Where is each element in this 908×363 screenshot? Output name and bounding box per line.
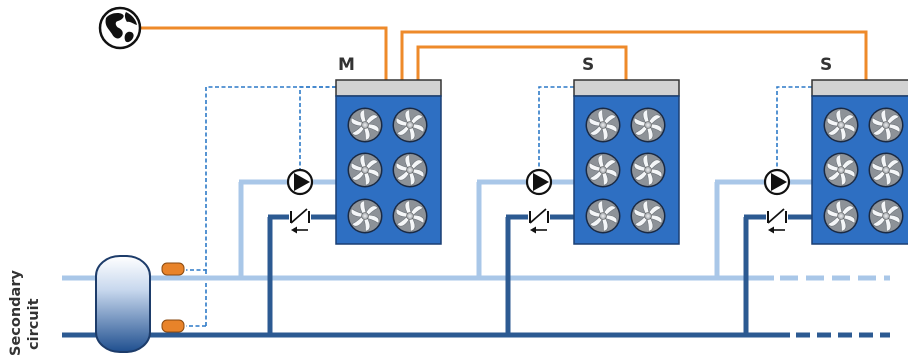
fan-icon (585, 107, 621, 143)
control-lines (140, 26, 868, 80)
sensor-line-pump-s1 (538, 86, 574, 170)
check-valve-icon (289, 208, 311, 234)
fan-icon (868, 152, 904, 188)
fan-icon (868, 107, 904, 143)
chiller-unit-s2: S (811, 55, 908, 245)
check-valve-icon (766, 208, 788, 234)
fan-icon (868, 198, 904, 234)
pump-icon (763, 168, 791, 196)
unit-label-s1: S (582, 55, 594, 75)
fan-icon (585, 152, 621, 188)
fan-icon (392, 107, 428, 143)
fan-icon (585, 198, 621, 234)
secondary-circuit-line2: circuit (26, 298, 42, 350)
check-valve-icon (528, 208, 550, 234)
fan-icon (392, 198, 428, 234)
fan-icon (347, 107, 383, 143)
globe-icon (98, 6, 142, 50)
fan-icon (630, 152, 666, 188)
chiller-unit-m: M (335, 55, 442, 245)
unit-label-m: M (338, 55, 355, 75)
control-line-m (140, 26, 388, 80)
unit-label-s2: S (820, 55, 832, 75)
control-line-s3 (402, 30, 868, 80)
fan-icon (630, 198, 666, 234)
buffer-tank-icon (95, 255, 151, 353)
pump-icon (286, 168, 314, 196)
pump-icon (525, 168, 553, 196)
fan-icon (347, 198, 383, 234)
temperature-sensor-icon (161, 319, 185, 333)
fan-icon (823, 152, 859, 188)
sensor-line-tank (186, 86, 336, 271)
sensor-line-pump-s2 (776, 86, 812, 170)
fan-icon (823, 198, 859, 234)
sensor-lines (186, 86, 812, 327)
control-line-s1 (400, 30, 418, 80)
fan-icon (392, 152, 428, 188)
fan-icon (347, 152, 383, 188)
return-pipes (62, 214, 890, 338)
secondary-circuit-label: Secondary circuit (8, 270, 42, 356)
fan-icon (630, 107, 666, 143)
secondary-circuit-line1: Secondary (8, 270, 24, 356)
temperature-sensor-icon (161, 262, 185, 276)
fan-icon (823, 107, 859, 143)
chiller-unit-s1: S (573, 55, 680, 245)
sensor-line-pump-m (299, 86, 336, 170)
control-line-s2 (416, 45, 628, 80)
supply-pipes (62, 179, 890, 281)
